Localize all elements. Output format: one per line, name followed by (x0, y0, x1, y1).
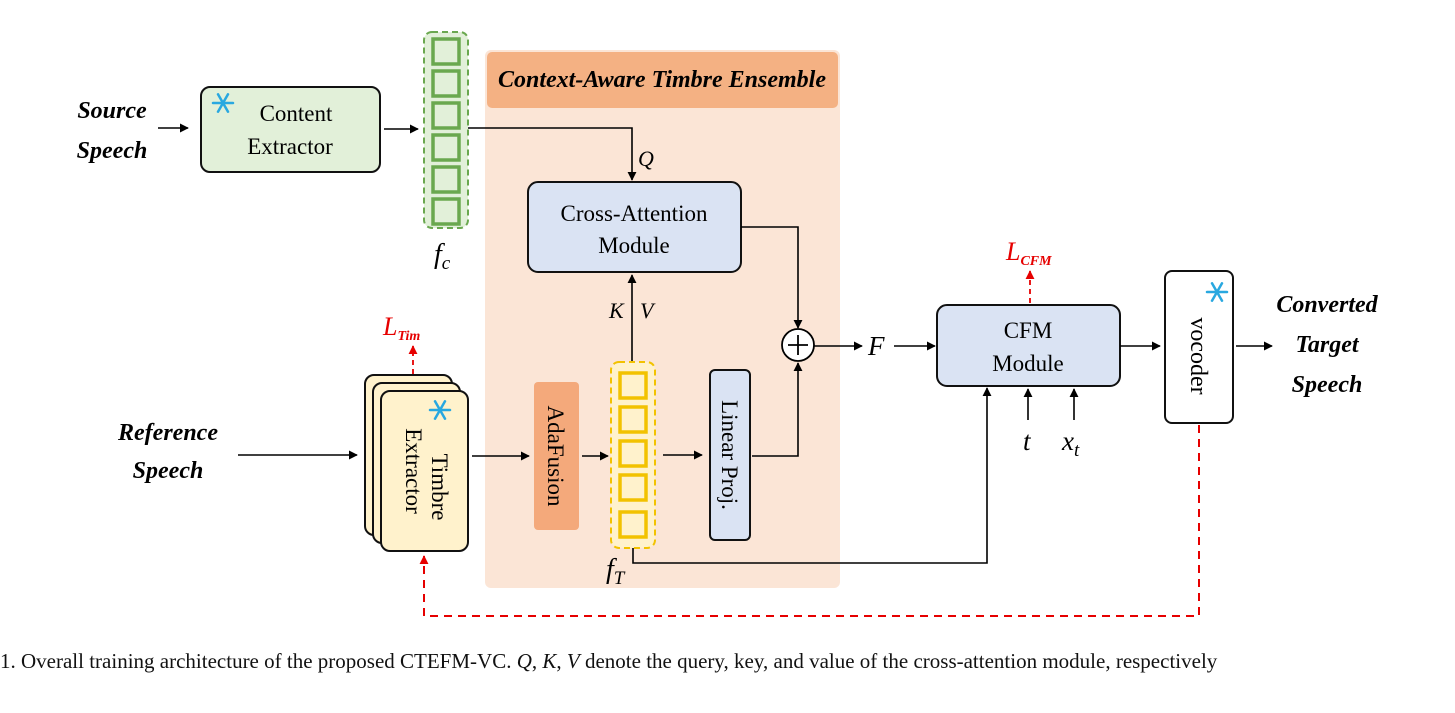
content-feature-stack (423, 31, 469, 229)
architecture-diagram: Context-Aware Timbre Ensemble Source Spe… (77, 31, 1379, 617)
ensemble-title: Context-Aware Timbre Ensemble (498, 67, 826, 93)
source-speech-label-line2: Speech (77, 138, 148, 164)
v-label: V (640, 298, 656, 323)
timbre-extractor-box (380, 390, 469, 552)
timbre-feature-cells (618, 371, 648, 539)
cross-attention-line2: Module (598, 233, 670, 258)
source-speech-label-line1: Source (77, 98, 147, 124)
timbre-feature-stack (610, 361, 656, 549)
linear-proj-label: Linear Proj. (717, 400, 742, 510)
F-symbol: F (867, 331, 885, 361)
cfm-line2: Module (992, 351, 1064, 376)
content-extractor-line1: Content (260, 101, 333, 126)
linear-proj-box (709, 369, 751, 541)
reference-speech-label-line1: Reference (117, 420, 218, 446)
fc-symbol: fc (434, 239, 451, 274)
q-label: Q (638, 146, 654, 171)
arrow-ft-to-cfm (632, 387, 992, 564)
figure-caption: 1. Overall training architecture of the … (0, 649, 1218, 673)
vocoder-box (1164, 270, 1234, 424)
content-extractor-line2: Extractor (247, 134, 333, 159)
cross-attention-line1: Cross-Attention (561, 201, 708, 226)
adafusion-label: AdaFusion (543, 406, 568, 507)
vocoder-feedback-line (419, 425, 1200, 617)
loss-cfm-label: LCFM (1005, 237, 1052, 269)
output-label-line2: Target (1295, 332, 1359, 358)
content-snowflake-icon (211, 93, 235, 113)
t-symbol: t (1023, 426, 1032, 456)
timbre-snowflake-icon (428, 400, 452, 420)
xt-symbol: xt (1061, 426, 1080, 461)
vocoder-label: vocoder (1185, 317, 1211, 394)
content-extractor-box (200, 86, 381, 173)
content-feature-cells (431, 37, 461, 226)
output-label-line3: Speech (1292, 372, 1363, 398)
cross-attention-box (527, 181, 742, 273)
loss-tim-label: LTim (382, 312, 420, 344)
arrow-fc-to-query (468, 127, 637, 181)
reference-speech-label-line2: Speech (133, 458, 204, 484)
ensemble-title-bar (487, 52, 838, 108)
adafusion-box (534, 382, 579, 530)
arrow-linear-to-sum (752, 362, 803, 457)
output-label-line1: Converted (1276, 292, 1378, 318)
arrow-crossatt-to-sum (741, 226, 803, 329)
timbre-extractor-line1: Timbre (427, 454, 452, 521)
cfm-line1: CFM (1004, 318, 1053, 343)
fT-symbol: fT (606, 554, 626, 589)
timbre-extractor-line2: Extractor (401, 428, 426, 514)
vocoder-snowflake-icon (1205, 282, 1229, 302)
k-label: K (608, 298, 625, 323)
